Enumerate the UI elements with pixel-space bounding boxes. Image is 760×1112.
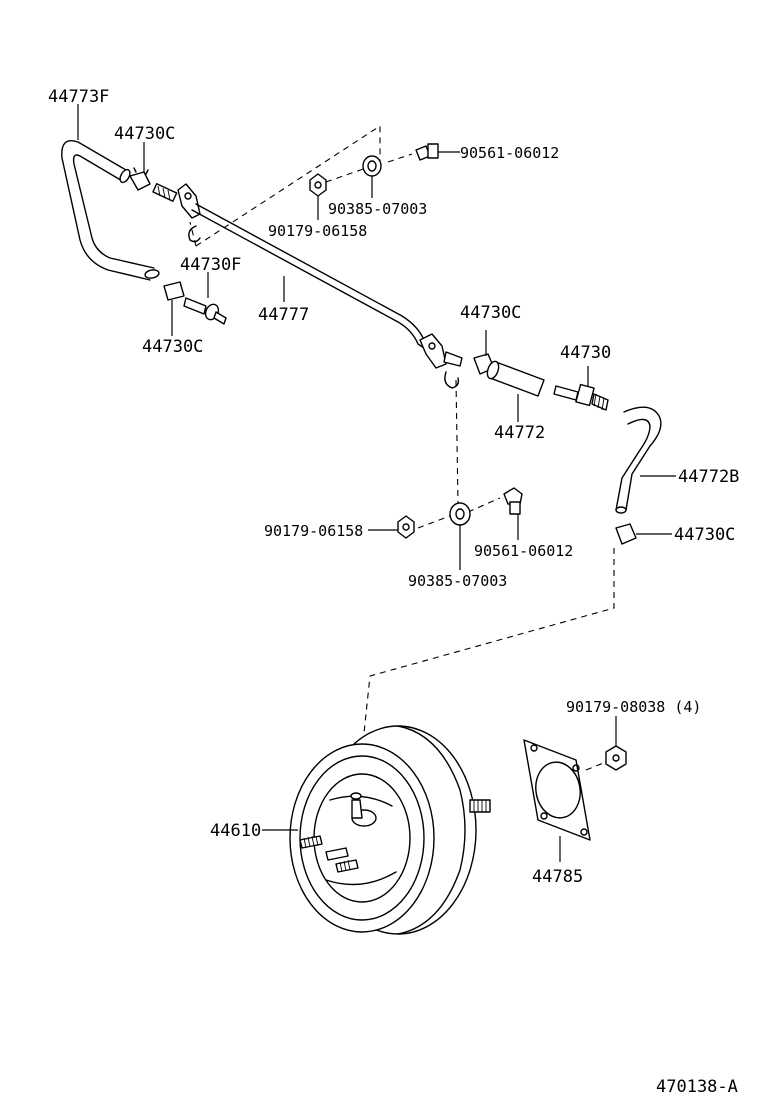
- label-44730c-left: 44730C: [142, 337, 203, 357]
- pipe-end-fitting-upper: [152, 183, 178, 202]
- label-90385-lower: 90385-07003: [408, 572, 507, 590]
- bolt-90561-lower: [503, 487, 523, 540]
- nut-90179-lower: [368, 515, 415, 539]
- label-44772: 44772: [494, 423, 545, 443]
- label-44730c-right: 44730C: [674, 525, 735, 545]
- label-90179-08038: 90179-08038 (4): [566, 698, 701, 716]
- label-44730c-upper: 44730C: [114, 124, 175, 144]
- clamp-44730c-upper: [129, 167, 151, 191]
- drawing-id: 470138-A: [656, 1077, 738, 1097]
- clamp-44730c-right: [615, 523, 672, 545]
- label-90179-upper: 90179-06158: [268, 222, 367, 240]
- label-44730f: 44730F: [180, 255, 241, 275]
- part-labels: 44773F 44730C 90561-06012 90385-07003 90…: [48, 87, 739, 1097]
- hose-44772: [486, 360, 545, 422]
- hose-44773f: [61, 140, 160, 281]
- label-44773f: 44773F: [48, 87, 109, 107]
- dashed-leader-lower: [357, 379, 615, 791]
- label-44772b: 44772B: [678, 467, 739, 487]
- label-90561-upper: 90561-06012: [460, 144, 559, 162]
- label-44730c-middle: 44730C: [460, 303, 521, 323]
- grommet-90385-lower: [449, 502, 471, 570]
- check-valve-44730f: [183, 272, 227, 325]
- nut-90179-08038: [585, 716, 627, 771]
- label-44610: 44610: [210, 821, 261, 841]
- label-44777: 44777: [258, 305, 309, 325]
- hose-44772b: [615, 406, 676, 514]
- bolt-90561-upper: [415, 143, 460, 161]
- leader-lines: [77, 104, 285, 302]
- label-44785: 44785: [532, 867, 583, 887]
- clamp-44730c-left: [163, 281, 185, 336]
- dashed-leader-triangle: [189, 124, 413, 247]
- grommet-90385-upper: [362, 155, 382, 198]
- label-44730: 44730: [560, 343, 611, 363]
- brake-booster-44610: [262, 725, 491, 935]
- gasket-44785: [523, 739, 591, 862]
- nut-90179-upper: [309, 173, 327, 220]
- label-90385-upper: 90385-07003: [328, 200, 427, 218]
- check-valve-44730: [553, 366, 609, 411]
- label-90179-lower: 90179-06158: [264, 522, 363, 540]
- label-90561-lower: 90561-06012: [474, 542, 573, 560]
- pipe-bracket-lower: [419, 333, 463, 389]
